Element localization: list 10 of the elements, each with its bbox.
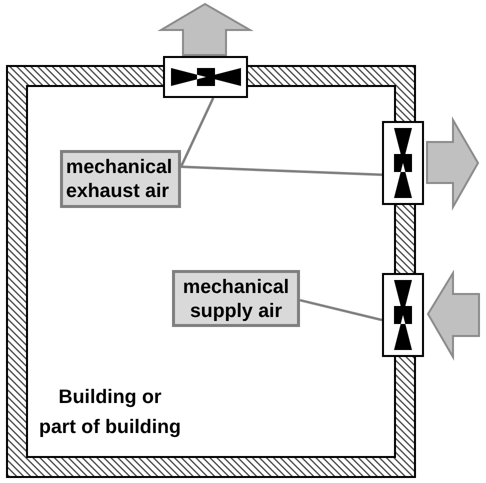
leader-line <box>300 298 382 322</box>
fan-housing <box>382 121 424 205</box>
building-label: Building or part of building <box>38 385 182 440</box>
callout-label: mechanical supply air <box>172 270 300 327</box>
leader-line <box>180 97 214 168</box>
building-wall <box>6 65 416 478</box>
fan-housing <box>382 273 424 357</box>
fan-housing <box>163 56 248 98</box>
leader-line <box>180 166 382 176</box>
callout-label: mechanical exhaust air <box>60 150 181 208</box>
